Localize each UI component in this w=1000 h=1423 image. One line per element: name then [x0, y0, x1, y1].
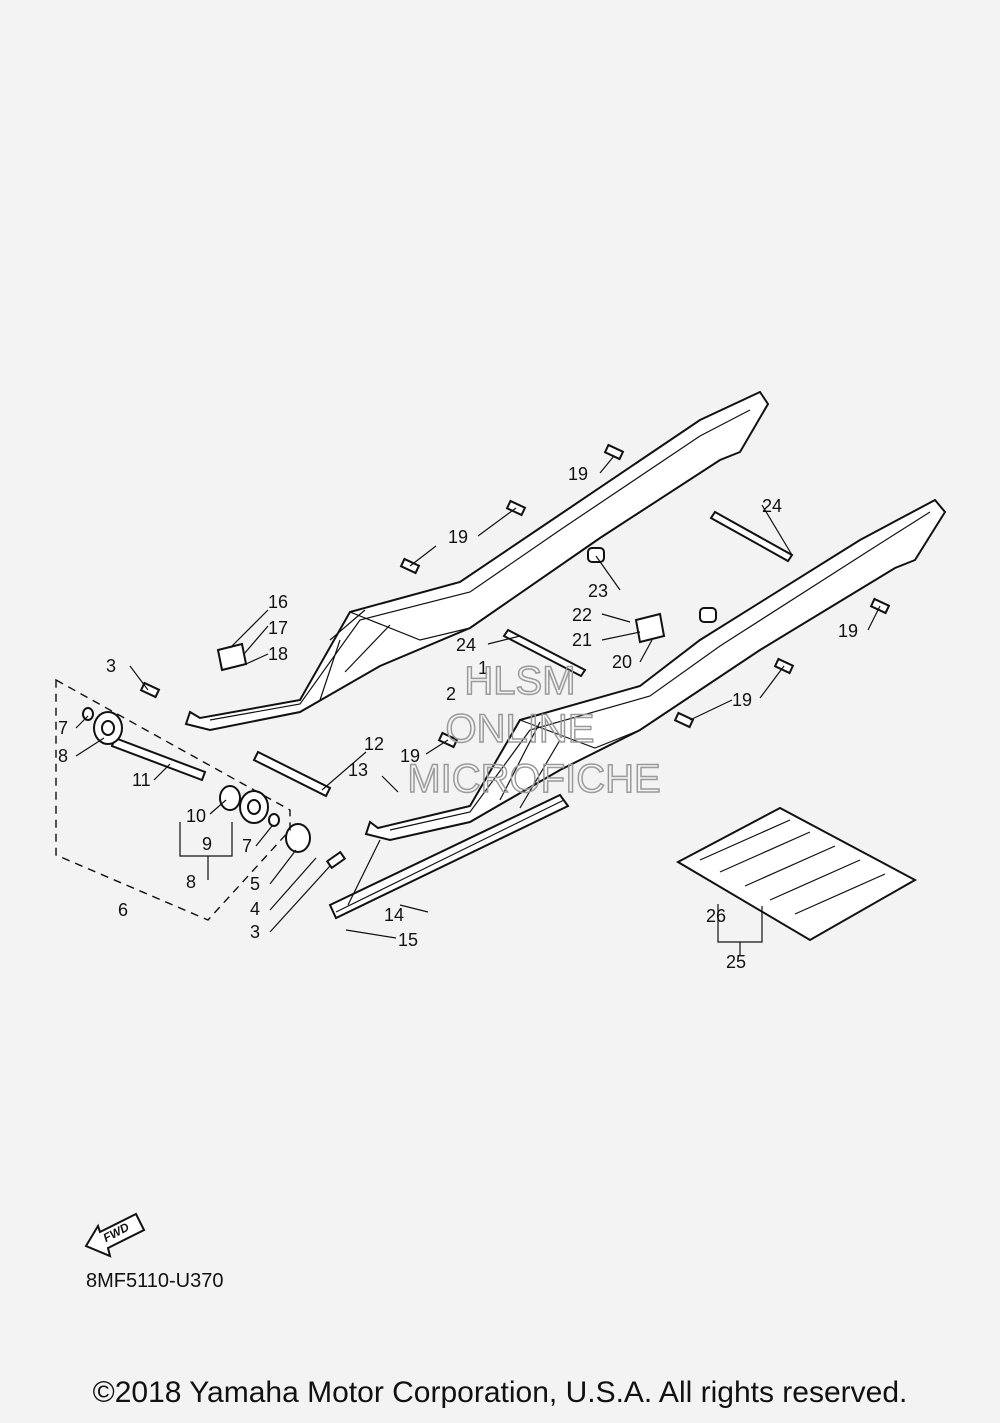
- callout-21: 21: [572, 630, 592, 650]
- callout-24: 24: [456, 635, 476, 655]
- callout-7: 7: [242, 836, 252, 856]
- callout-6: 6: [118, 900, 128, 920]
- callout-25: 25: [726, 952, 746, 972]
- collar-5: [285, 823, 311, 853]
- wheel-8b: [239, 790, 269, 824]
- block-17: [216, 642, 248, 672]
- callout-18: 18: [268, 644, 288, 664]
- callout-19: 19: [732, 690, 752, 710]
- rail-upper: [184, 390, 770, 732]
- callout-19: 19: [448, 527, 468, 547]
- callout-7: 7: [58, 718, 68, 738]
- block-20: [634, 612, 666, 644]
- fwd-arrow-icon: FWD: [84, 1212, 146, 1258]
- cross-shaft-lower: [502, 628, 587, 678]
- collar-23: [587, 547, 717, 623]
- callout-3: 3: [250, 922, 260, 942]
- callout-4: 4: [250, 899, 260, 919]
- wheel-8a: [93, 711, 123, 745]
- callout-5: 5: [250, 874, 260, 894]
- callout-19: 19: [568, 464, 588, 484]
- callout-9: 9: [202, 834, 212, 854]
- watermark: HLSM ONLINE MICROFICHE: [407, 658, 662, 802]
- callout-13: 13: [348, 760, 368, 780]
- callout-12: 12: [364, 734, 384, 754]
- track-25: [675, 806, 918, 942]
- reference-code: 8MF5110-U370: [86, 1270, 223, 1292]
- callout-23: 23: [588, 581, 608, 601]
- callout-14: 14: [384, 905, 404, 925]
- callout-numbers: 19 24 19 23 22 21 20 24 19 16 17 18 1 2 …: [58, 464, 858, 972]
- callout-3: 3: [106, 656, 116, 676]
- cross-shaft-upper: [709, 510, 794, 563]
- axle-shaft-11: [110, 736, 207, 782]
- clip-7: [82, 707, 280, 827]
- callout-17: 17: [268, 618, 288, 638]
- rail-lower: [364, 498, 947, 842]
- callout-24: 24: [762, 496, 782, 516]
- shaft-12: [252, 750, 332, 798]
- callout-15: 15: [398, 930, 418, 950]
- callout-8: 8: [186, 872, 196, 892]
- callout-2: 2: [446, 684, 456, 704]
- callout-19: 19: [400, 746, 420, 766]
- callout-1: 1: [478, 658, 488, 678]
- callout-11: 11: [132, 770, 151, 790]
- watermark-line-2: ONLINE: [446, 707, 595, 751]
- callout-22: 22: [572, 605, 592, 625]
- watermark-line-1: HLSM: [464, 659, 575, 703]
- callout-16: 16: [268, 592, 288, 612]
- callout-20: 20: [612, 652, 632, 672]
- callout-19: 19: [838, 621, 858, 641]
- callout-10: 10: [186, 806, 206, 826]
- callout-8: 8: [58, 746, 68, 766]
- watermark-line-3: MICROFICHE: [407, 757, 660, 801]
- leader-lines: [55, 455, 881, 956]
- bearing-9: [219, 785, 241, 811]
- callout-26: 26: [706, 906, 726, 926]
- slide-14: [328, 793, 570, 920]
- copyright-notice: ©2018 Yamaha Motor Corporation, U.S.A. A…: [92, 1376, 908, 1409]
